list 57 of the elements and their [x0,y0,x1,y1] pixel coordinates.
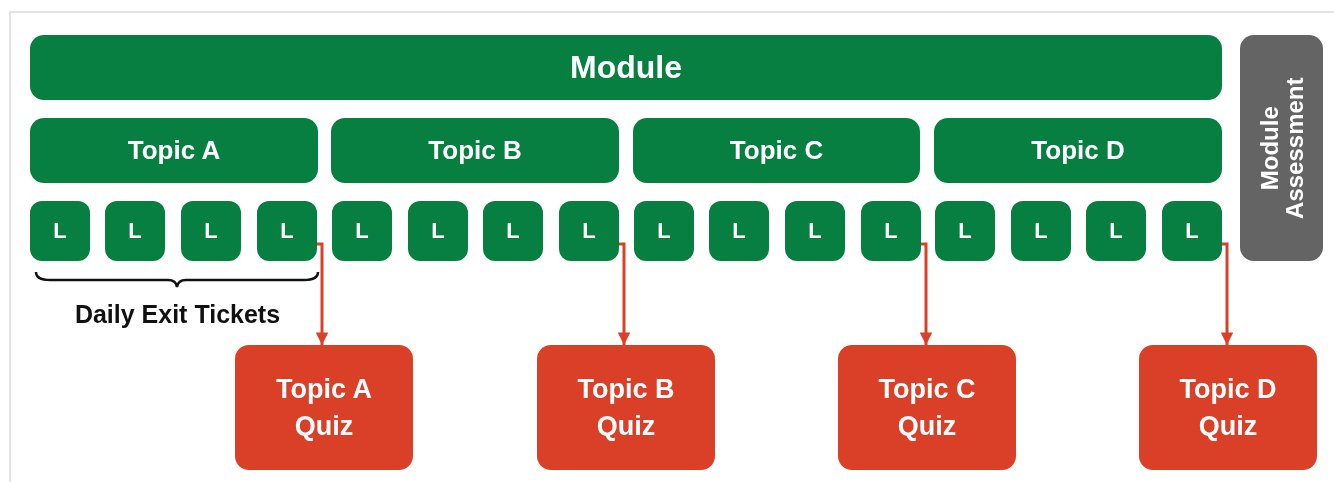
quiz-box [1139,345,1317,470]
node-label: L [657,218,671,244]
lesson-box [181,201,241,261]
lesson-box [105,201,165,261]
node-label: L [280,218,294,244]
lesson-box [559,201,619,261]
topic-box [934,118,1222,183]
assessment-box [1240,35,1323,261]
node-label: L [204,218,218,244]
bracket-label: Daily Exit Tickets [73,300,282,329]
node-label: Module Assessment [1256,76,1307,221]
node-label: L [506,218,520,244]
lesson-box [30,201,90,261]
node-label: L [582,218,596,244]
module-bar [30,35,1222,100]
lesson-box [408,201,468,261]
node-label: L [884,218,898,244]
node-label: L [431,218,445,244]
quiz-box [537,345,715,470]
arrow [919,242,933,345]
node-label: Topic B [428,135,522,166]
node-label: Topic C Quiz [877,373,977,443]
node-label: Topic A [127,135,221,166]
lesson-box [1162,201,1222,261]
lesson-box [861,201,921,261]
node-label: Topic B Quiz [576,373,676,443]
lesson-box [483,201,543,261]
node-label: L [808,218,822,244]
lesson-box [709,201,769,261]
lesson-box [634,201,694,261]
node-label: Module [570,49,682,86]
node-label: L [128,218,142,244]
node-label: L [355,218,369,244]
quiz-box [235,345,413,470]
lesson-box [1086,201,1146,261]
arrow [315,242,329,345]
lesson-box [935,201,995,261]
lesson-box [785,201,845,261]
node-label: Topic D [1031,135,1125,166]
node-label: L [1109,218,1123,244]
node-label: Topic D Quiz [1178,373,1278,443]
quiz-box [838,345,1016,470]
node-label: L [53,218,67,244]
node-label: L [1185,218,1199,244]
node-label: L [732,218,746,244]
lesson-box [332,201,392,261]
arrow [1220,242,1234,345]
topic-box [30,118,318,183]
node-label: Topic A Quiz [275,373,373,443]
node-label: Topic C [729,135,824,166]
node-label: L [958,218,972,244]
node-label: L [1034,218,1048,244]
lesson-box [257,201,317,261]
topic-box [331,118,619,183]
lesson-box [1011,201,1071,261]
arrow [617,242,631,345]
topic-box [633,118,920,183]
